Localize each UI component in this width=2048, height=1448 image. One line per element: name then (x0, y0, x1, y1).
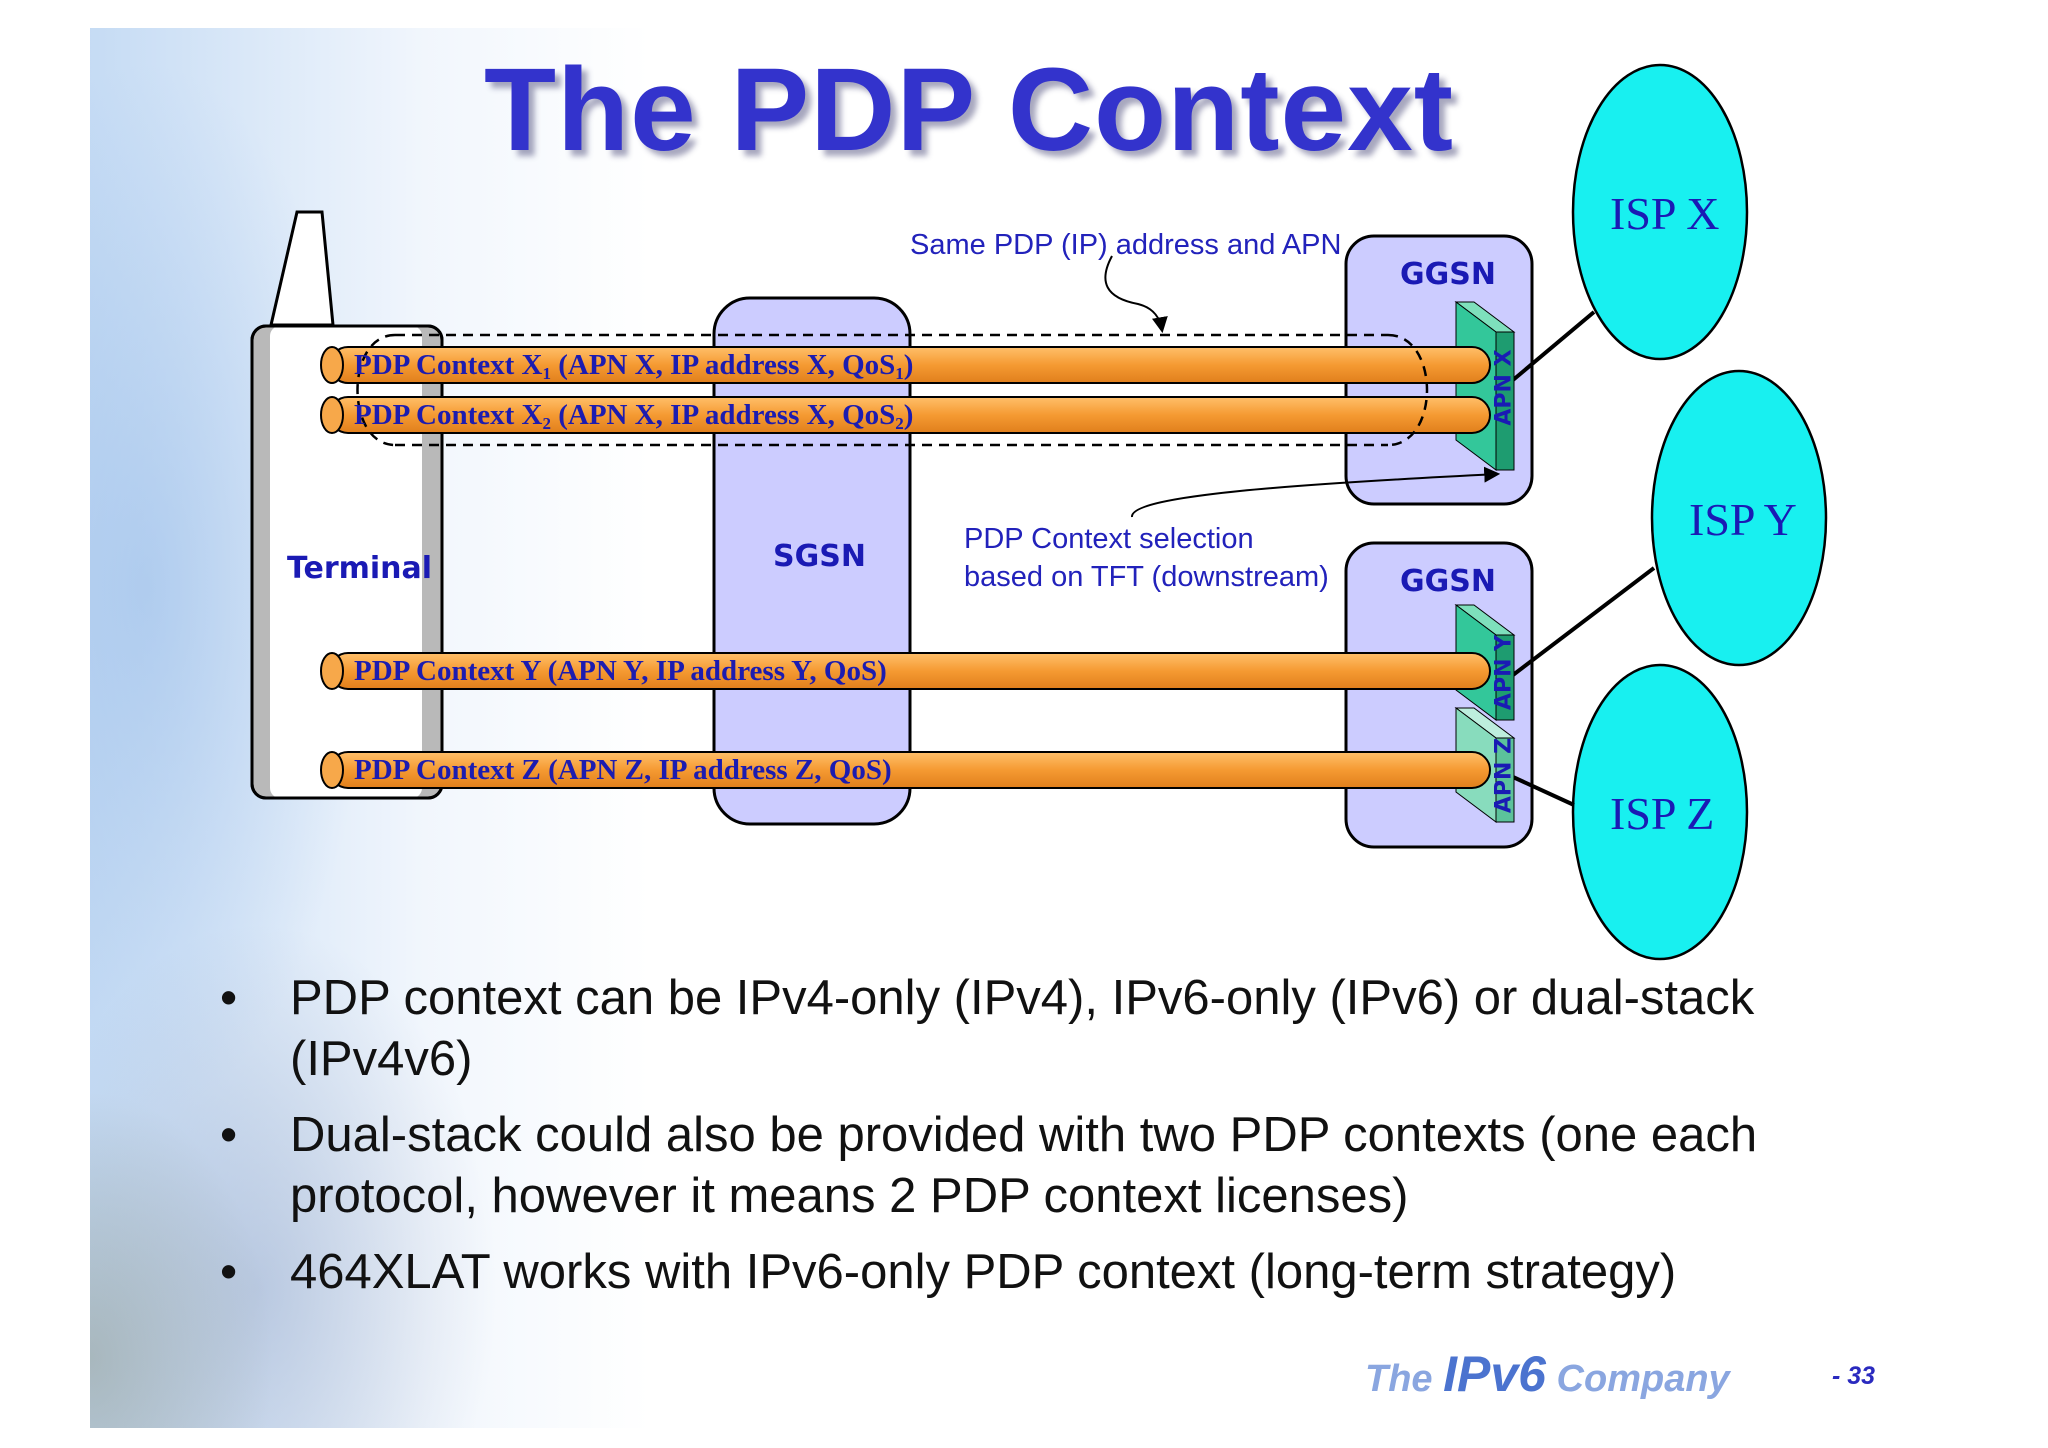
same-address-group-outline (356, 333, 1429, 447)
tft-selection-arrow (1130, 466, 1501, 518)
context-z-label: PDP Context Z (APN Z, IP address Z, QoS) (354, 754, 892, 786)
slide-title-text: The PDP Context (483, 44, 1455, 176)
terminal-label: Terminal (287, 551, 433, 586)
isp-x-ellipse (1571, 63, 1749, 361)
same-address-arrow (1104, 255, 1168, 334)
apn-x-label: APN X (1491, 349, 1517, 426)
context-tube-x1 (320, 346, 1491, 384)
ggsn-top-label: GGSN (1400, 257, 1496, 292)
apn-y-label: APN Y (1491, 634, 1517, 711)
context-x1-label: PDP Context X1 (APN X, IP address X, QoS… (354, 349, 914, 383)
context-y-label: PDP Context Y (APN Y, IP address Y, QoS) (354, 655, 887, 687)
isp-z-ellipse (1571, 663, 1749, 961)
isp-z-label: ISP Z (1610, 788, 1715, 839)
context-tube-z (320, 751, 1491, 789)
terminal-device (250, 210, 444, 800)
page-number: - 33 (1832, 1362, 1876, 1390)
ggsn-bottom-label: GGSN (1400, 564, 1496, 599)
link-apn-x-isp-x (1511, 310, 1596, 382)
isp-y-ellipse (1650, 369, 1828, 667)
context-tube-x2 (320, 396, 1491, 434)
link-apn-z-isp-z (1512, 775, 1575, 807)
context-x2-label: PDP Context X2 (APN X, IP address X, QoS… (354, 399, 914, 433)
company-logo: The IPv6 Company (1365, 1346, 1730, 1402)
same-address-note: Same PDP (IP) address and APN (910, 229, 1342, 261)
bullet-item: PDP context can be IPv4-only (IPv4), IPv… (210, 968, 1910, 1090)
tft-selection-note-line1: PDP Context selection (964, 523, 1254, 555)
bullet-list: PDP context can be IPv4-only (IPv4), IPv… (210, 968, 1910, 1318)
slide-title: The PDP Context (0, 42, 2048, 178)
link-apn-y-isp-y (1511, 566, 1656, 677)
apn-z-label: APN Z (1491, 737, 1517, 814)
sgsn-label: SGSN (773, 539, 866, 574)
isp-y-label: ISP Y (1689, 494, 1797, 545)
tft-selection-note-line2: based on TFT (downstream) (964, 561, 1329, 593)
isp-x-label: ISP X (1610, 188, 1720, 239)
bullet-item: 464XLAT works with IPv6-only PDP context… (210, 1242, 1910, 1303)
context-tube-y (320, 652, 1491, 690)
bullet-item: Dual-stack could also be provided with t… (210, 1105, 1910, 1227)
